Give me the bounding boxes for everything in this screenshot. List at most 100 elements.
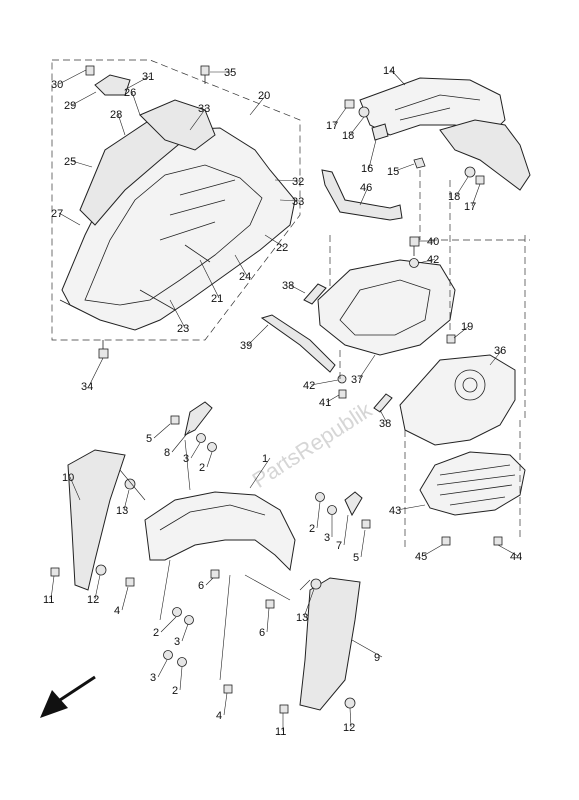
callout-leader-line (497, 544, 519, 557)
callout-leader-line (71, 160, 93, 168)
callout-number: 38 (379, 418, 391, 430)
fastener-nut-3b (327, 505, 337, 515)
fender-bracket-37-part (317, 259, 456, 356)
fastener-bolt-40 (409, 236, 420, 256)
callout-c8: 8 (164, 429, 191, 459)
callout-leader-line (455, 176, 469, 197)
callout-number: 3 (324, 532, 330, 544)
callout-number: 26 (124, 87, 136, 99)
callout-number: 18 (342, 130, 354, 142)
fastener-nut-12b (344, 697, 356, 709)
fastener-bolt-6a (210, 569, 220, 579)
callout-c6a: 6 (198, 577, 214, 592)
callout-c2a: 2 (199, 451, 213, 474)
callout-c38b: 38 (379, 409, 391, 430)
callout-leader-line (94, 574, 101, 600)
fastener-nut-18b (464, 166, 476, 178)
callout-number: 2 (309, 523, 315, 535)
fastener-bolt-5a (170, 415, 180, 425)
watermark-text: PartsRepublik (248, 397, 377, 493)
callout-c22: 22 (264, 234, 288, 254)
callout-number: 23 (177, 323, 189, 335)
callout-leader-line (206, 451, 213, 468)
callout-leader-line (418, 258, 436, 264)
callout-labels: 1222233334455667891011111212131314151617… (43, 65, 522, 738)
callout-c5b: 5 (353, 529, 366, 564)
callout-leader-line (310, 379, 339, 386)
callout-leader-line (171, 429, 191, 453)
callout-number: 36 (494, 345, 506, 357)
callout-c2c: 2 (153, 616, 177, 639)
callout-c11a: 11 (43, 575, 55, 606)
callout-number: 45 (415, 551, 427, 563)
callout-number: 44 (510, 551, 522, 563)
callout-number: 6 (198, 580, 204, 592)
fastener-bolt-41 (338, 389, 347, 399)
callout-c20: 20 (249, 90, 270, 116)
callout-c19: 19 (453, 321, 473, 339)
front-arrow-icon (40, 675, 96, 718)
callout-c4b: 4 (216, 692, 228, 722)
callout-leader-line (343, 514, 349, 546)
fastener-bolt-19 (446, 334, 456, 344)
callout-number: 11 (43, 594, 54, 606)
callout-c2d: 2 (172, 666, 183, 697)
callout-number: 13 (116, 505, 128, 517)
group-box-rear-fender (51, 59, 301, 341)
fastener-bolt-11b (279, 704, 289, 714)
callout-leader-line (169, 299, 186, 329)
fastener-nut-3a (196, 433, 206, 443)
fastener-bolt-6b (265, 599, 275, 609)
callout-number: 34 (81, 381, 93, 393)
callout-c18a: 18 (342, 116, 365, 142)
callout-c31: 31 (127, 71, 154, 89)
callout-c18b: 18 (448, 176, 469, 203)
callout-c40: 40 (419, 236, 439, 248)
callout-leader-line (333, 107, 347, 126)
callout-c12a: 12 (87, 574, 101, 606)
callout-number: 39 (240, 340, 252, 352)
callout-leader-line (71, 91, 97, 106)
front-fender-part (144, 491, 296, 572)
callout-number: 37 (351, 374, 363, 386)
callout-c17a: 17 (326, 107, 347, 132)
callout-number: 42 (303, 380, 315, 392)
guide-line-1 (329, 170, 530, 420)
callout-leader-line (50, 575, 55, 600)
callout-leader-line (266, 607, 270, 633)
fastener-nut-15 (413, 157, 426, 169)
callout-leader-line (359, 186, 369, 206)
callout-leader-line (123, 489, 130, 511)
callout-c1: 1 (249, 453, 271, 489)
callout-c3b: 3 (324, 515, 333, 544)
fastener-nut-18 (358, 106, 370, 118)
callout-number: 27 (51, 208, 63, 220)
callout-leader-line (349, 707, 352, 728)
callout-c33a: 33 (189, 103, 210, 131)
front-fender-stay-10 (67, 449, 126, 591)
guide-line-2 (339, 350, 521, 550)
fastener-nut-12a (95, 564, 107, 576)
callout-c38a: 38 (282, 280, 306, 294)
front-fender-stay-9 (299, 577, 361, 711)
callout-number: 7 (336, 540, 342, 552)
callout-leader-line (289, 284, 306, 294)
callout-leader-line (396, 504, 426, 511)
callout-number: 12 (87, 594, 99, 606)
callout-number: 5 (353, 552, 359, 564)
fastener-bolt-45 (441, 536, 451, 546)
callout-leader-line (127, 75, 151, 89)
fender-brace-8 (184, 401, 213, 436)
fastener-nut-2a (207, 442, 217, 452)
callout-number: 2 (153, 627, 159, 639)
callout-number: 24 (239, 271, 251, 283)
callout-leader-line (349, 116, 365, 136)
callout-number: 33 (198, 103, 210, 115)
callout-c12b: 12 (343, 707, 355, 734)
callout-c36: 36 (489, 345, 506, 366)
callout-leader-line (247, 324, 269, 346)
callout-number: 33 (292, 196, 304, 208)
air-duct-36-part (399, 354, 516, 446)
fastener-nut-13b (310, 578, 322, 590)
